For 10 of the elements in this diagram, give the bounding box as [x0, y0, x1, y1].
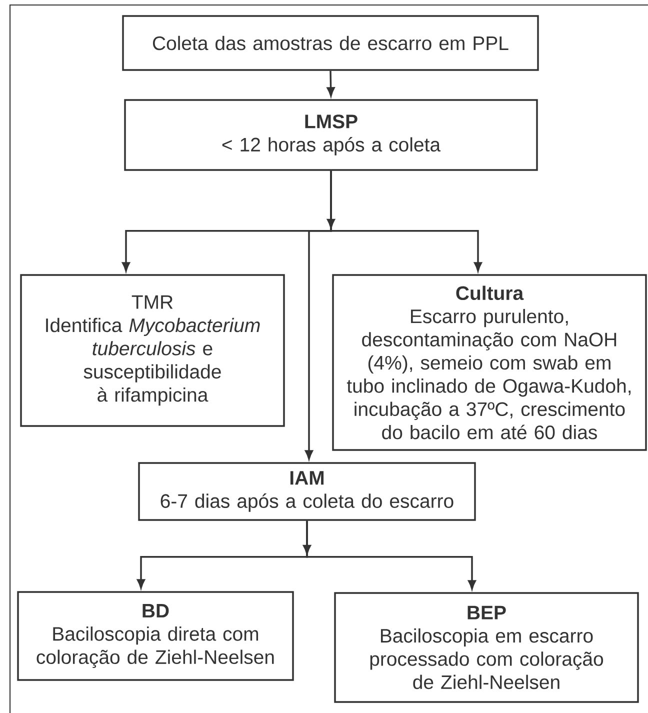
- process-box: LMSP < 12 horas após a coleta: [124, 99, 538, 171]
- arrow: [306, 520, 476, 590]
- process-box: Cultura Escarro purulento, descontaminação com NaOH (4%), semeio com swab em tubo inclinado de Ogawa-Kudoh, incubação a 37ºC, crescimento do bacilo em até 60 dias: [332, 274, 647, 451]
- process-box: BEP Baciloscopia em escarro processado com coloração de Ziehl-Neelsen: [334, 592, 639, 703]
- arrow: [326, 70, 335, 97]
- process-box: Coleta das amostras de escarro em PPL: [122, 15, 539, 71]
- process-box: IAM 6-7 dias após a coleta do escarro: [138, 462, 476, 521]
- arrow: [305, 170, 332, 460]
- process-box: BD Baciloscopia direta com coloração de Ziehl-Neelsen: [17, 591, 294, 681]
- process-box: TMR Identifica Mycobacterium tuberculosis e susceptibilidade à rifampicina: [20, 274, 285, 427]
